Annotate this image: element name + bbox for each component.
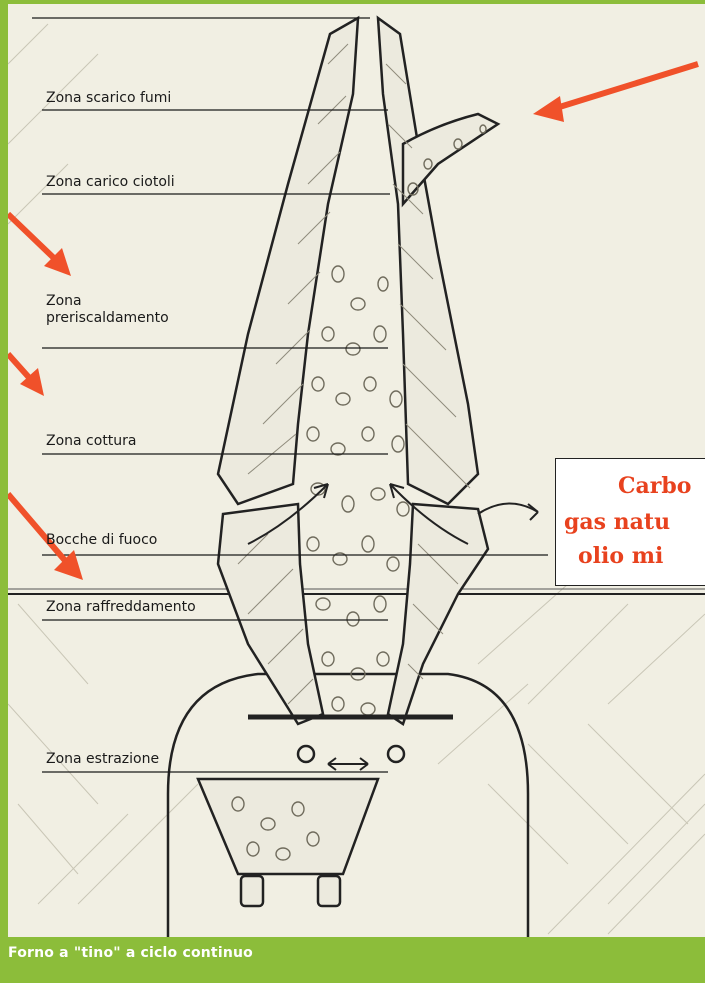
caption-bar: Forno a "tino" a ciclo continuo: [0, 941, 705, 983]
label-zona-preriscaldamento: Zona preriscaldamento: [46, 293, 169, 327]
fuel-line-olio: olio mi: [578, 543, 663, 569]
label-zona-raffreddamento: Zona raffreddamento: [46, 599, 196, 616]
fuel-callout: Carbo gas natu olio mi: [555, 458, 705, 586]
label-zona-scarico-fumi: Zona scarico fumi: [46, 90, 171, 107]
label-zona-cottura: Zona cottura: [46, 433, 137, 450]
kiln-shaft: [218, 18, 498, 504]
label-zona-carico-ciotoli: Zona carico ciotoli: [46, 174, 175, 191]
fuel-line-gas: gas natu: [564, 509, 670, 535]
label-bocche-di-fuoco: Bocche di fuoco: [46, 532, 157, 549]
fuel-line-carbone: Carbo: [618, 473, 691, 499]
diagram-panel: Zona scarico fumi Zona carico ciotoli Zo…: [8, 4, 705, 937]
figure-caption: Forno a "tino" a ciclo continuo: [8, 945, 253, 961]
kiln-lower: [218, 504, 488, 724]
collection-hopper: [198, 779, 378, 906]
label-zona-estrazione: Zona estrazione: [46, 751, 159, 768]
extraction-mechanism: [248, 717, 453, 770]
